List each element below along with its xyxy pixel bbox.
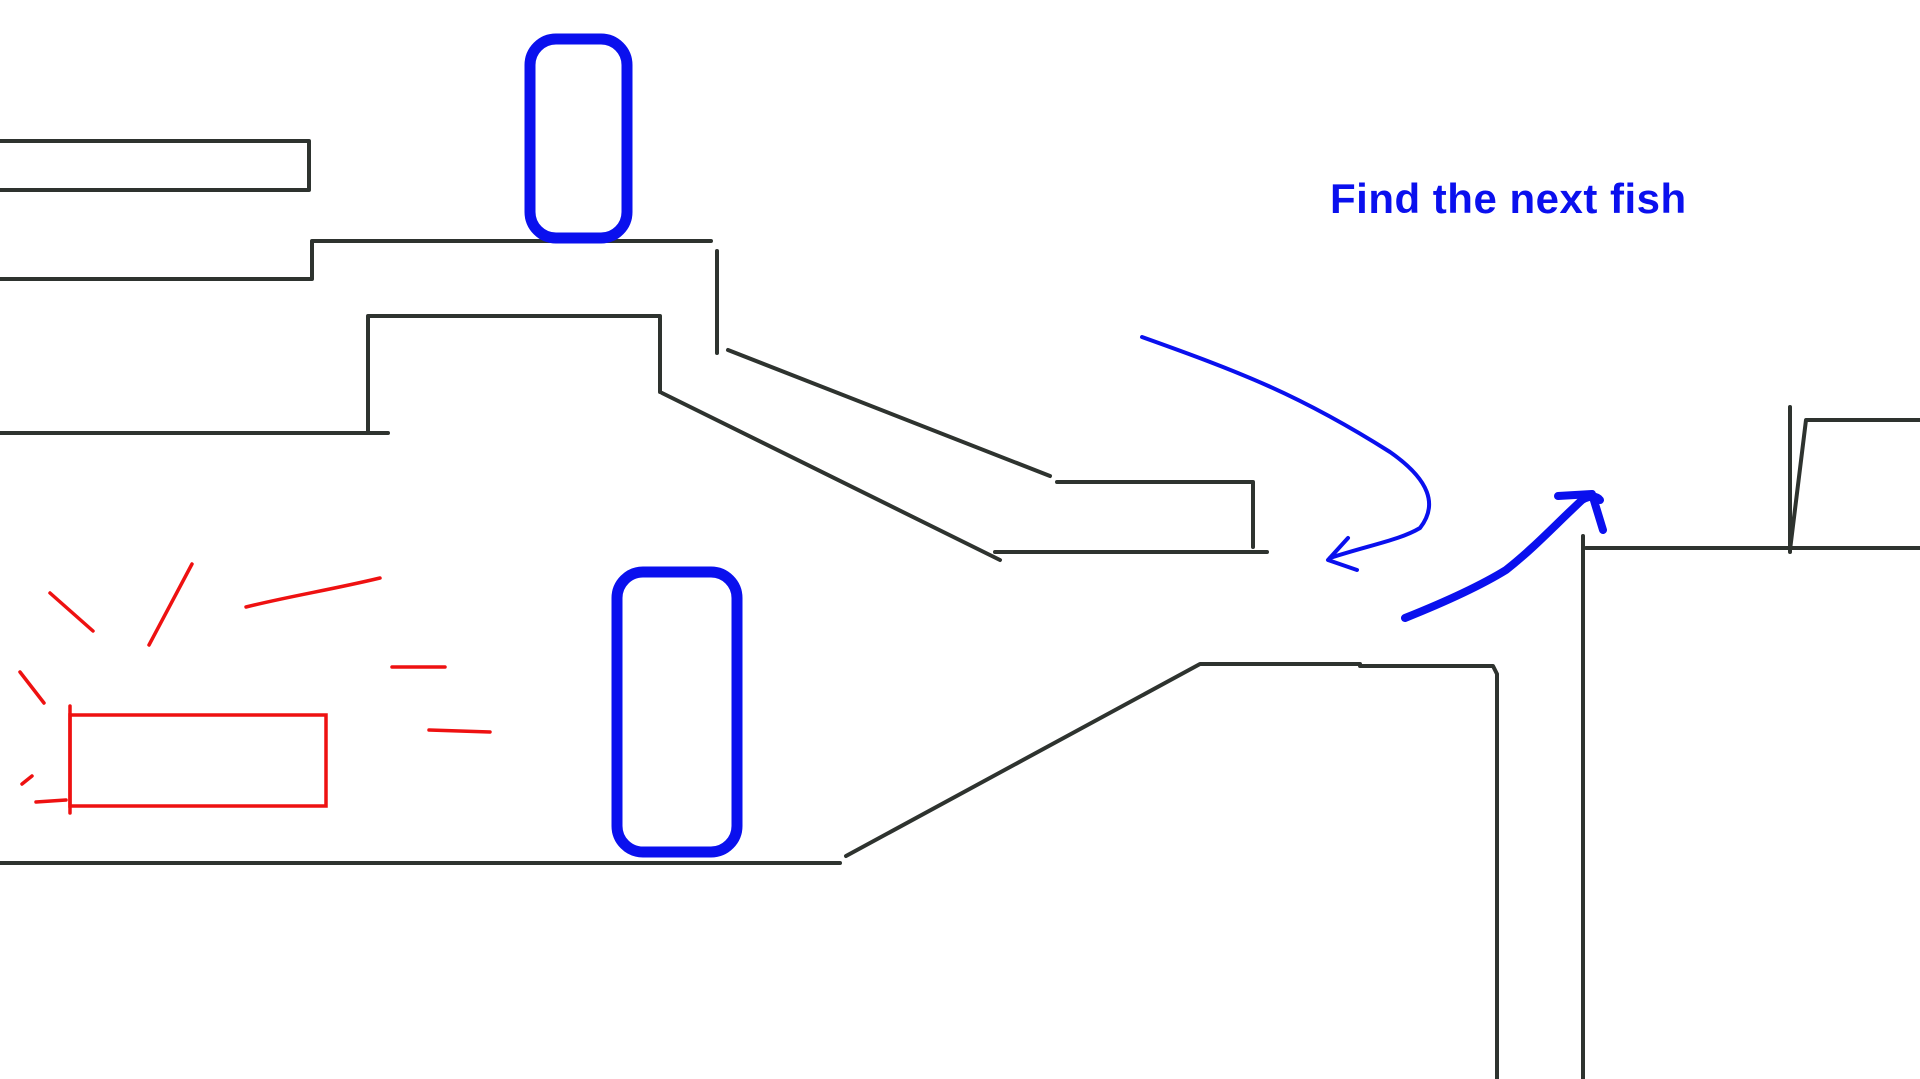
door-lower[interactable]	[611, 566, 743, 858]
door-upper[interactable]	[524, 33, 633, 244]
fish-marker-icon[interactable]	[18, 562, 492, 815]
floor-ramp	[844, 662, 1362, 858]
top-left-shelf	[0, 139, 311, 192]
floor-ledge-right	[1358, 664, 1499, 1079]
back-arrow-icon	[1140, 335, 1432, 572]
terrain	[0, 139, 1920, 1079]
upper-slope	[726, 348, 1052, 478]
up-arrow-icon	[1401, 490, 1607, 622]
upper-shelf-right	[1055, 480, 1255, 549]
right-upper-block-slant	[1788, 418, 1920, 552]
middle-slope	[660, 391, 1002, 562]
middle-block	[366, 314, 662, 435]
hint-text: Find the next fish	[1330, 175, 1687, 222]
upper-ledge	[0, 239, 713, 281]
